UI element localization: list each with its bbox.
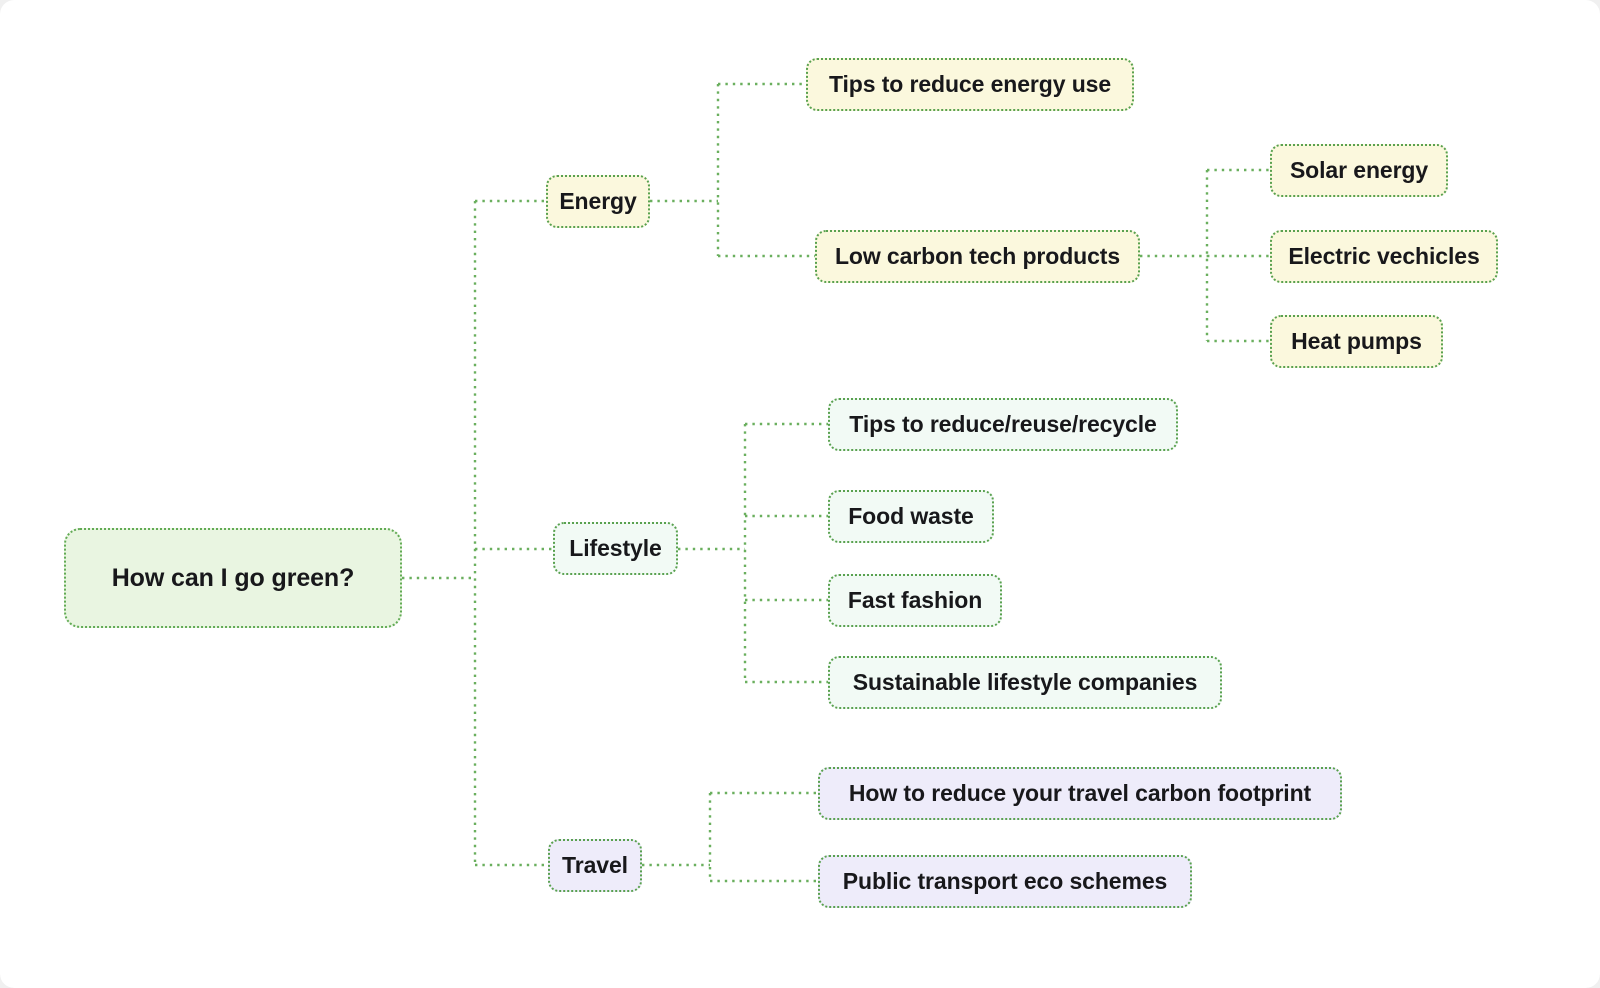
node-food-waste[interactable]: Food waste [828,490,994,543]
node-heat-pumps[interactable]: Heat pumps [1270,315,1443,368]
node-root-label: How can I go green? [111,563,355,592]
node-heat-pumps-label: Heat pumps [1291,328,1422,354]
node-tips-energy-label: Tips to reduce energy use [828,71,1112,97]
node-electric-vehicles-label: Electric vechicles [1288,243,1480,269]
node-electric-vehicles[interactable]: Electric vechicles [1270,230,1498,283]
node-tips-energy[interactable]: Tips to reduce energy use [806,58,1134,111]
node-food-waste-label: Food waste [848,503,974,529]
node-public-transport[interactable]: Public transport eco schemes [818,855,1192,908]
node-public-transport-label: Public transport eco schemes [842,868,1168,894]
node-travel-footprint-label: How to reduce your travel carbon footpri… [848,780,1312,806]
node-tips-reduce-reuse-recycle[interactable]: Tips to reduce/reuse/recycle [828,398,1178,451]
node-sustainable-companies[interactable]: Sustainable lifestyle companies [828,656,1222,709]
node-lifestyle[interactable]: Lifestyle [553,522,678,575]
node-low-carbon[interactable]: Low carbon tech products [815,230,1140,283]
node-travel-label: Travel [562,852,628,878]
node-sustainable-companies-label: Sustainable lifestyle companies [852,669,1198,695]
node-fast-fashion-label: Fast fashion [847,587,983,613]
node-solar-energy[interactable]: Solar energy [1270,144,1448,197]
node-root[interactable]: How can I go green? [64,528,402,628]
node-travel-footprint[interactable]: How to reduce your travel carbon footpri… [818,767,1342,820]
node-tips-reduce-reuse-recycle-label: Tips to reduce/reuse/recycle [849,411,1157,437]
node-energy[interactable]: Energy [546,175,650,228]
node-lifestyle-label: Lifestyle [569,535,662,561]
node-energy-label: Energy [559,188,637,214]
node-fast-fashion[interactable]: Fast fashion [828,574,1002,627]
node-travel[interactable]: Travel [548,839,642,892]
node-solar-energy-label: Solar energy [1289,157,1429,183]
node-low-carbon-label: Low carbon tech products [834,243,1121,269]
